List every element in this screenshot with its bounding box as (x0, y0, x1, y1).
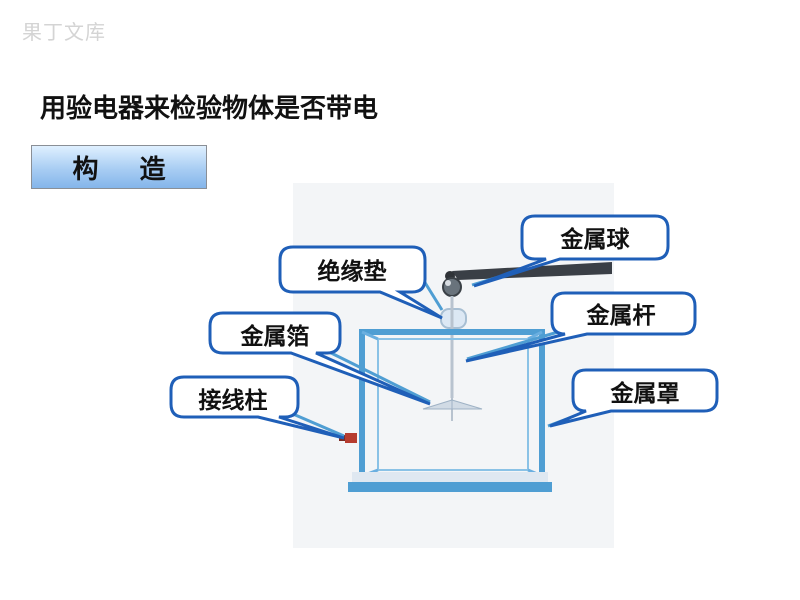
section-label-text: 构 造 (72, 154, 182, 185)
label-metal-rod: 金属杆 (586, 302, 656, 329)
watermark: 果丁文库 (22, 20, 106, 44)
label-terminal: 接线柱 (199, 387, 268, 414)
callout-metal-cover: 金属罩 (549, 368, 719, 428)
label-insulating-pad: 绝缘垫 (318, 258, 387, 285)
label-metal-cover: 金属罩 (610, 380, 680, 407)
electroscope-illustration (339, 262, 612, 492)
callout-insulating-pad: 绝缘垫 (278, 245, 443, 320)
section-label-box: 构 造 (31, 145, 207, 189)
callout-metal-rod: 金属杆 (465, 291, 697, 363)
callout-metal-foil: 金属箔 (208, 311, 431, 406)
slide-title: 用验电器来检验物体是否带电 (40, 94, 379, 124)
callout-terminal: 接线柱 (169, 375, 345, 440)
label-metal-ball: 金属球 (560, 226, 631, 253)
label-metal-foil: 金属箔 (240, 323, 310, 350)
callout-metal-ball: 金属球 (473, 214, 670, 288)
